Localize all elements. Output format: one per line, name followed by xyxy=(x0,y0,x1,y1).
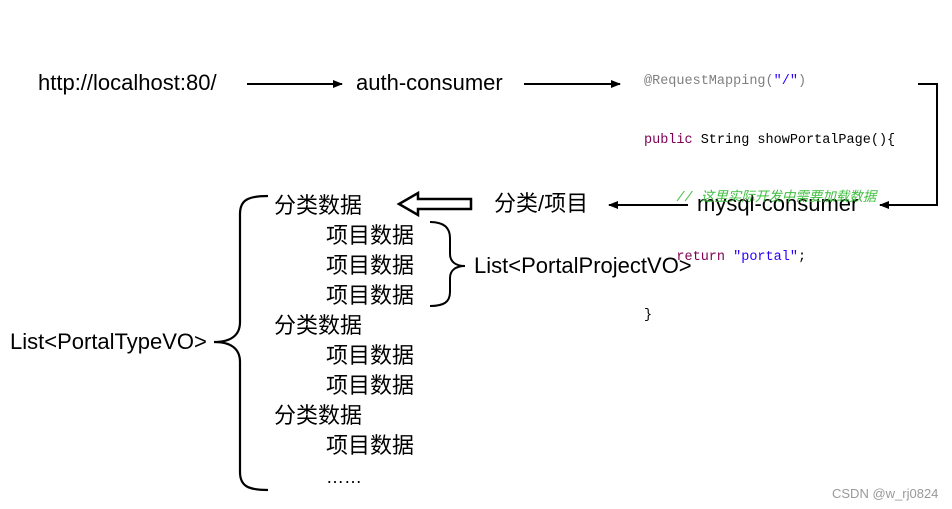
project-item: 项目数据 xyxy=(326,253,415,278)
project-item: 项目数据 xyxy=(326,433,415,458)
watermark: CSDN @w_rj0824 xyxy=(832,486,939,501)
category-item: 分类数据 xyxy=(274,193,363,218)
ellipsis-item: …… xyxy=(326,467,362,487)
category-project-label: 分类/项目 xyxy=(494,191,589,216)
url-label: http://localhost:80/ xyxy=(38,70,217,95)
project-item: 项目数据 xyxy=(326,343,415,368)
project-list-brace xyxy=(429,221,466,307)
code-line-1: @RequestMapping("/") xyxy=(644,74,807,89)
auth-consumer-label: auth-consumer xyxy=(356,70,503,95)
mysql-consumer-label: mysql-consumer xyxy=(697,191,859,216)
category-item: 分类数据 xyxy=(274,403,363,428)
portal-project-list-label: List<PortalProjectVO> xyxy=(474,253,692,278)
project-item: 项目数据 xyxy=(326,373,415,398)
project-item: 项目数据 xyxy=(326,223,415,248)
type-list-brace xyxy=(213,194,269,492)
code-line-2: public String showPortalPage(){ xyxy=(644,132,896,148)
project-item: 项目数据 xyxy=(326,283,415,308)
code-line-5: } xyxy=(644,308,653,323)
category-item: 分类数据 xyxy=(274,313,363,338)
portal-type-list-label: List<PortalTypeVO> xyxy=(10,329,207,354)
code-line-4: return "portal"; xyxy=(644,249,807,265)
arrow-code-to-mysql xyxy=(879,83,938,209)
hollow-arrow xyxy=(396,190,473,218)
code-line-3: // 这里实际开发中需要加载数据 xyxy=(644,191,877,206)
code-snippet: @RequestMapping("/") public String showP… xyxy=(644,33,895,345)
